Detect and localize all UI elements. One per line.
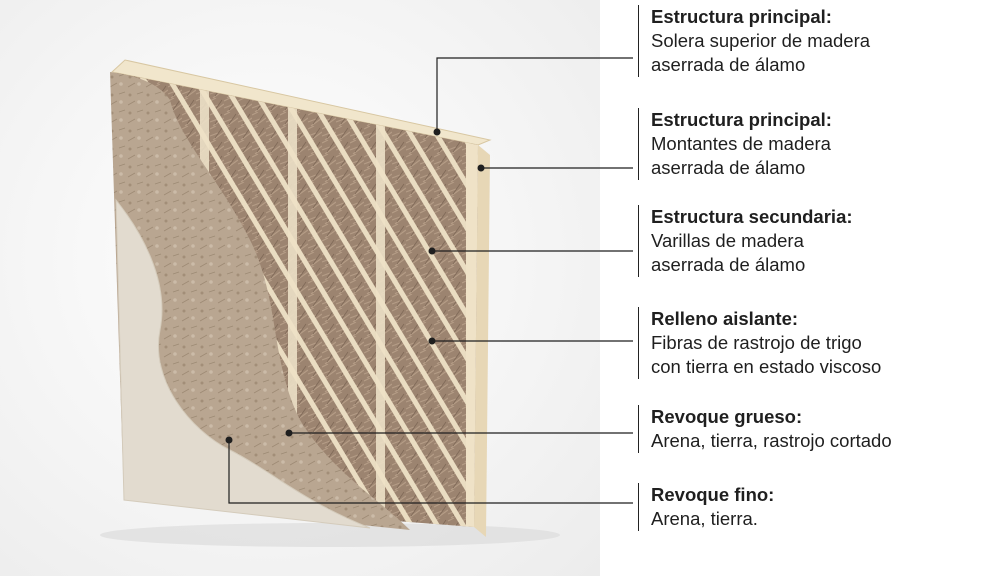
- diagonal-slat: [181, 72, 478, 527]
- diagonal-slat: [259, 72, 478, 527]
- label-title: Revoque fino:: [651, 484, 775, 505]
- leader-dot: [428, 337, 436, 345]
- label-desc-line: Solera superior de madera: [651, 30, 871, 51]
- label-desc-line: aserrada de álamo: [651, 157, 806, 178]
- label-desc-line: aserrada de álamo: [651, 54, 806, 75]
- leader-dot: [428, 247, 436, 255]
- leader-dot: [225, 436, 233, 444]
- label-title: Estructura principal:: [651, 109, 832, 130]
- leader-line-top-plate: [436, 57, 633, 132]
- diagonal-slat: [155, 72, 461, 527]
- leader-line-fine-plaster: [228, 440, 633, 504]
- wall-shadow: [100, 523, 560, 547]
- label-title: Estructura principal:: [651, 6, 832, 27]
- diagonal-slat: [207, 72, 478, 527]
- stud: [288, 72, 297, 520]
- leader-dot: [285, 429, 293, 437]
- diagonal-slat: [233, 72, 478, 527]
- leader-dot: [477, 164, 485, 172]
- label-insulation: Relleno aislante: Fibras de rastrojo de …: [638, 307, 988, 379]
- label-coarse-plaster: Revoque grueso: Arena, tierra, rastrojo …: [638, 405, 988, 453]
- label-desc-line: Montantes de madera: [651, 133, 831, 154]
- diagonal-slat: [311, 72, 478, 527]
- label-fine-plaster: Revoque fino: Arena, tierra.: [638, 483, 988, 531]
- label-slats: Estructura secundaria: Varillas de mader…: [638, 205, 988, 277]
- stud: [466, 120, 478, 527]
- diagonal-slat: [285, 72, 478, 527]
- label-desc-line: Arena, tierra.: [651, 508, 758, 529]
- label-top-plate: Estructura principal: Solera superior de…: [638, 5, 988, 77]
- label-studs: Estructura principal: Montantes de mader…: [638, 108, 988, 180]
- label-title: Revoque grueso:: [651, 406, 803, 427]
- fine-plaster-layer: [115, 198, 371, 529]
- label-desc-line: Arena, tierra, rastrojo cortado: [651, 430, 892, 451]
- label-desc-line: aserrada de álamo: [651, 254, 806, 275]
- label-title: Estructura secundaria:: [651, 206, 853, 227]
- leader-dot: [433, 128, 441, 136]
- label-title: Relleno aislante:: [651, 308, 799, 329]
- diagonal-slat: [389, 72, 478, 527]
- diagonal-slat: [363, 72, 478, 527]
- label-desc-line: Varillas de madera: [651, 230, 804, 251]
- label-desc-line: con tierra en estado viscoso: [651, 356, 882, 377]
- diagonal-slat: [337, 72, 478, 527]
- label-desc-line: Fibras de rastrojo de trigo: [651, 332, 862, 353]
